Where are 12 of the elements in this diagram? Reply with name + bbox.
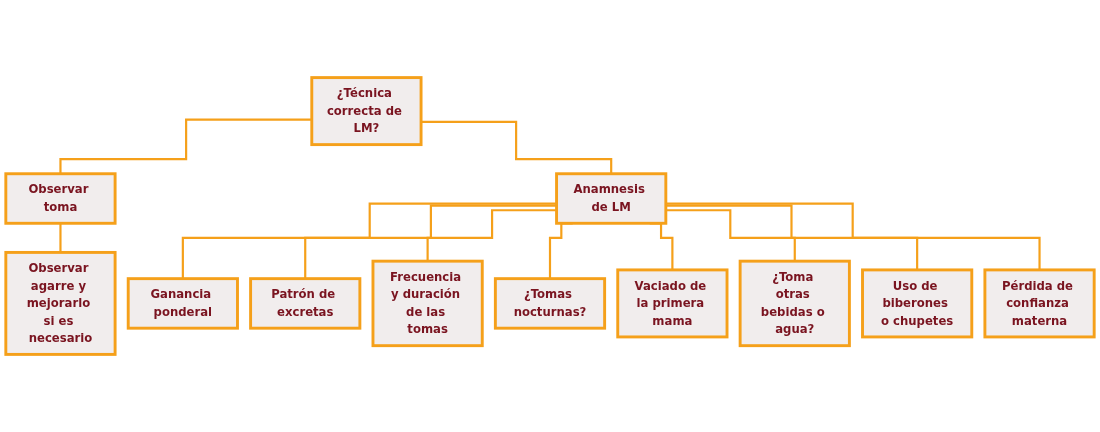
node-box: Patrón de excretas <box>249 277 362 330</box>
node-box: ¿Toma otras bebidas o agua? <box>738 259 851 348</box>
node-box: Observar agarre y mejorarlo si es necesario <box>4 250 117 356</box>
node-box: Anamnesis de LM <box>555 172 668 225</box>
node-box: ¿Tomas nocturnas? <box>493 277 607 330</box>
node-box: Ganancia ponderal <box>126 277 239 330</box>
node-box: Vaciado de la primera mama <box>616 268 729 339</box>
node-box: Pérdida de confianza materna <box>983 268 1096 339</box>
node-box: ¿Técnica correcta de LM? <box>310 76 423 147</box>
node-box: Frecuencia y duración de las tomas <box>371 259 484 348</box>
node-box: Uso de biberones o chupetes <box>861 268 974 339</box>
node-box: Observar toma <box>4 172 117 225</box>
